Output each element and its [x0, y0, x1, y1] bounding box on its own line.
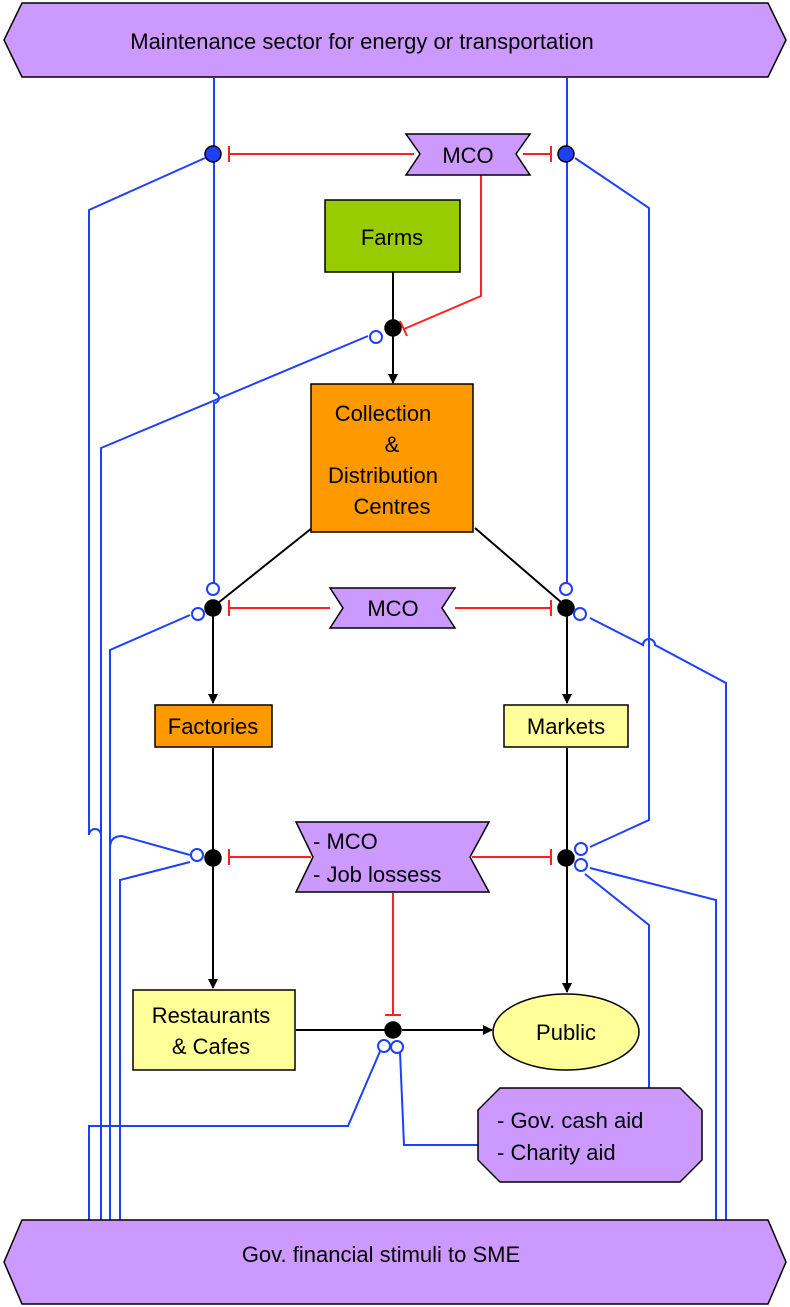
collection-junction-line — [100, 335, 369, 1220]
mco-top-node: MCO — [404, 133, 532, 176]
blue-connectors — [88, 78, 727, 1220]
maintenance-sector-label: Maintenance sector for energy or transpo… — [130, 29, 593, 54]
factories-label: Factories — [168, 714, 258, 739]
markets-lower-link — [589, 867, 717, 1220]
markets-junction-line — [589, 617, 727, 1220]
gov-stimuli-node: Gov. financial stimuli to SME — [3, 1219, 787, 1305]
factories-junction-line — [109, 614, 191, 1220]
junctions — [204, 145, 575, 1039]
red-inhibitors — [228, 146, 552, 1016]
black-flow — [208, 272, 572, 1035]
mco-jobloss-line-1: - MCO — [313, 829, 378, 854]
farms-junction — [384, 319, 402, 337]
restaurants-line-2: & Cafes — [172, 1034, 250, 1059]
mco-top-label: MCO — [442, 143, 493, 168]
maintenance-left-line — [213, 78, 220, 585]
maintenance-sector-node: Maintenance sector for energy or transpo… — [3, 2, 787, 78]
blue-junction-left — [204, 145, 222, 163]
gov-aid-line-2: - Charity aid — [497, 1140, 616, 1165]
markets-label: Markets — [527, 714, 605, 739]
mco-middle-node: MCO — [328, 587, 457, 629]
factories-lower-link — [109, 834, 191, 856]
mco-jobloss-node: - MCO - Job lossess — [294, 821, 491, 893]
collection-to-left-junction — [217, 527, 313, 604]
collection-line-1: Collection — [335, 401, 432, 426]
markets-lower-link-2 — [584, 873, 650, 1088]
public-left-link — [88, 1048, 382, 1220]
public-right-link — [399, 1051, 478, 1146]
collection-to-right-junction — [474, 527, 563, 604]
public-node: Public — [492, 993, 640, 1071]
factories-node: Factories — [154, 704, 273, 748]
gov-aid-line-1: - Gov. cash aid — [497, 1108, 643, 1133]
restaurants-line-1: Restaurants — [152, 1003, 271, 1028]
farms-label: Farms — [361, 225, 423, 250]
restaurants-node: Restaurants & Cafes — [132, 989, 296, 1071]
collection-line-3: Distribution — [328, 463, 438, 488]
top-right-junction-line — [574, 157, 650, 848]
collection-centres-node: Collection & Distribution Centres — [310, 383, 474, 533]
blue-junction-right — [557, 145, 575, 163]
collection-line-2: & — [385, 432, 400, 457]
mco-middle-label: MCO — [367, 596, 418, 621]
public-junction-bottom — [384, 1021, 402, 1039]
mco-jobloss-line-2: - Job lossess — [313, 862, 441, 887]
collection-line-4: Centres — [353, 494, 430, 519]
factories-junction — [204, 599, 222, 617]
public-junction-right — [557, 849, 575, 867]
public-label: Public — [536, 1020, 596, 1045]
gov-stimuli-label: Gov. financial stimuli to SME — [242, 1242, 520, 1267]
gov-aid-node: - Gov. cash aid - Charity aid — [477, 1087, 703, 1183]
markets-junction — [557, 599, 575, 617]
markets-node: Markets — [503, 704, 629, 748]
factories-lower-link-2 — [119, 861, 191, 1220]
receptors — [190, 330, 588, 1054]
restaurants-junction — [204, 849, 222, 867]
farms-node: Farms — [324, 199, 461, 273]
